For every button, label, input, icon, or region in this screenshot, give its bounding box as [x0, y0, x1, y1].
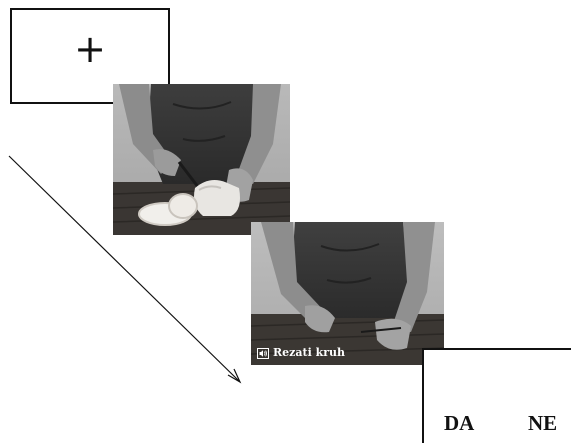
audio-caption-text: Rezati kruh: [273, 347, 345, 359]
fixation-cross: +: [12, 30, 168, 68]
hands-on-table-illustration: [251, 222, 444, 365]
cutting-bread-illustration: [113, 84, 290, 235]
timeline-arrow-head: [228, 369, 240, 382]
yes-option: DA: [444, 412, 474, 434]
response-screen: DA NE: [422, 348, 571, 443]
hands-on-table-photo: Rezati kruh: [251, 222, 444, 365]
audio-caption: Rezati kruh: [257, 347, 345, 359]
speaker-icon: [257, 348, 269, 359]
no-option: NE: [528, 412, 557, 434]
cutting-bread-photo: [113, 84, 290, 235]
